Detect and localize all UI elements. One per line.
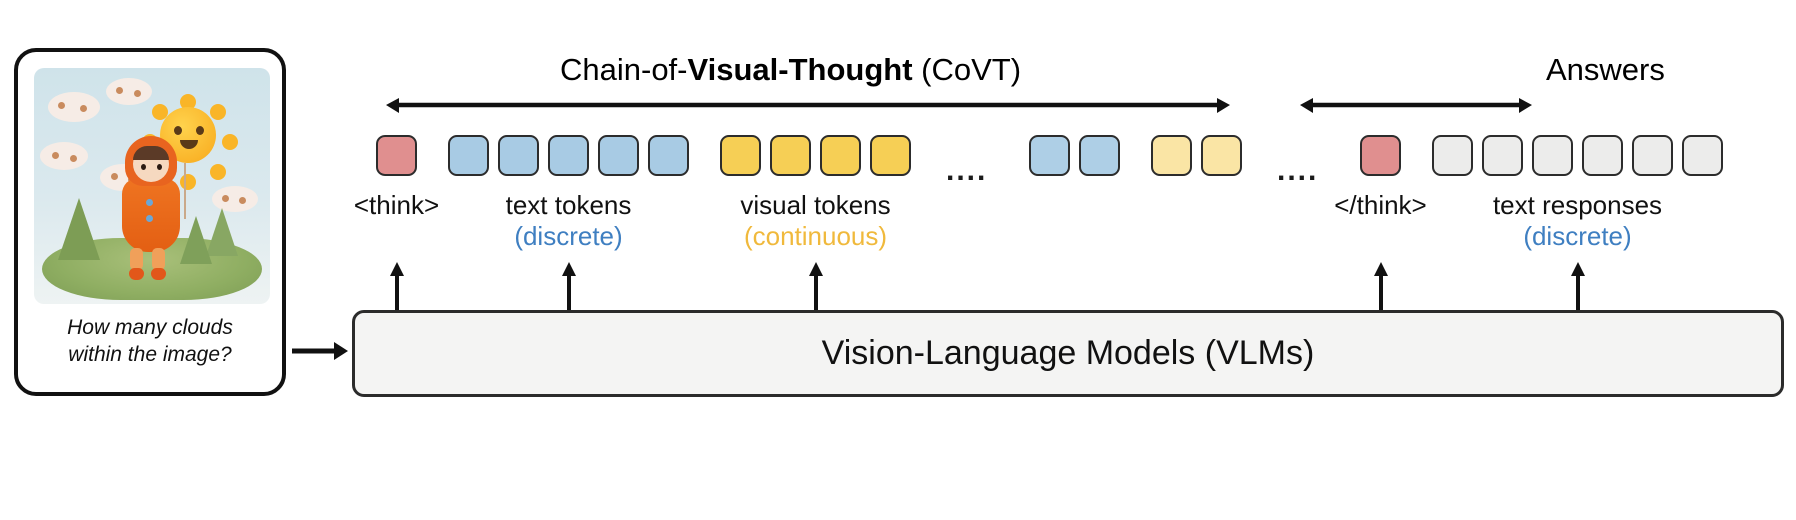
covt-title-bold: Visual-Thought xyxy=(687,52,913,87)
caption-line-2: within the image? xyxy=(68,343,232,366)
token-yellow-fade xyxy=(1151,135,1192,176)
token-yellow xyxy=(770,135,811,176)
token-group-label: text responses(discrete) xyxy=(1428,190,1728,252)
tree-right-2 xyxy=(180,216,212,264)
cloud-2 xyxy=(106,78,152,105)
up-arrow-icon xyxy=(389,262,404,310)
label-main: text tokens xyxy=(505,190,632,220)
cloud-5 xyxy=(212,186,258,212)
photo-scene xyxy=(34,68,270,304)
covt-title-prefix: Chain-of- xyxy=(560,52,688,87)
token-blue xyxy=(648,135,689,176)
token-blue xyxy=(498,135,539,176)
token-group-label: </think> xyxy=(1231,190,1531,221)
token-yellow-fade xyxy=(1201,135,1242,176)
cloud-1 xyxy=(48,92,100,122)
token-gray xyxy=(1532,135,1573,176)
up-arrow-icon xyxy=(561,262,576,310)
vlm-box: Vision-Language Models (VLMs) xyxy=(352,310,1784,397)
up-arrow-icon xyxy=(1373,262,1388,310)
token-yellow xyxy=(870,135,911,176)
token-pink xyxy=(1360,135,1401,176)
covt-span-arrow-icon xyxy=(386,98,1230,114)
label-main: visual tokens xyxy=(740,190,891,220)
token-group-label: <think> xyxy=(247,190,547,221)
token-ellipsis: .... xyxy=(946,154,988,187)
up-arrow-icon xyxy=(808,262,823,310)
cloud-3 xyxy=(40,142,88,170)
caption-line-1: How many clouds xyxy=(67,316,233,339)
token-gray xyxy=(1432,135,1473,176)
label-sub: (discrete) xyxy=(514,221,623,251)
input-image-card: How many clouds within the image? xyxy=(14,48,286,396)
token-group-label: visual tokens(continuous) xyxy=(666,190,966,252)
label-main: </think> xyxy=(1334,190,1427,220)
token-blue xyxy=(448,135,489,176)
token-pink xyxy=(376,135,417,176)
answers-title: Answers xyxy=(1546,52,1665,87)
label-main: text responses xyxy=(1492,190,1663,220)
label-sub: (discrete) xyxy=(1523,221,1632,251)
token-gray xyxy=(1482,135,1523,176)
input-arrow-icon xyxy=(292,341,348,361)
tree-left xyxy=(58,198,100,260)
token-gray xyxy=(1632,135,1673,176)
token-ellipsis: .... xyxy=(1277,154,1319,187)
token-blue xyxy=(548,135,589,176)
token-gray xyxy=(1682,135,1723,176)
up-arrow-icon xyxy=(1570,262,1585,310)
token-blue-fade xyxy=(1029,135,1070,176)
token-yellow xyxy=(820,135,861,176)
label-main: <think> xyxy=(353,190,440,220)
answers-span-arrow-icon xyxy=(1300,98,1532,114)
covt-title-suffix: (CoVT) xyxy=(912,52,1022,87)
label-sub: (continuous) xyxy=(743,221,888,251)
token-group-label: text tokens(discrete) xyxy=(419,190,719,252)
token-blue xyxy=(598,135,639,176)
vlm-label: Vision-Language Models (VLMs) xyxy=(821,334,1315,372)
input-photo xyxy=(34,68,270,304)
token-blue-fade xyxy=(1079,135,1120,176)
token-gray xyxy=(1582,135,1623,176)
covt-title: Chain-of-Visual-Thought (CoVT) xyxy=(560,52,1021,88)
token-yellow xyxy=(720,135,761,176)
image-question-caption: How many clouds within the image? xyxy=(18,314,282,368)
